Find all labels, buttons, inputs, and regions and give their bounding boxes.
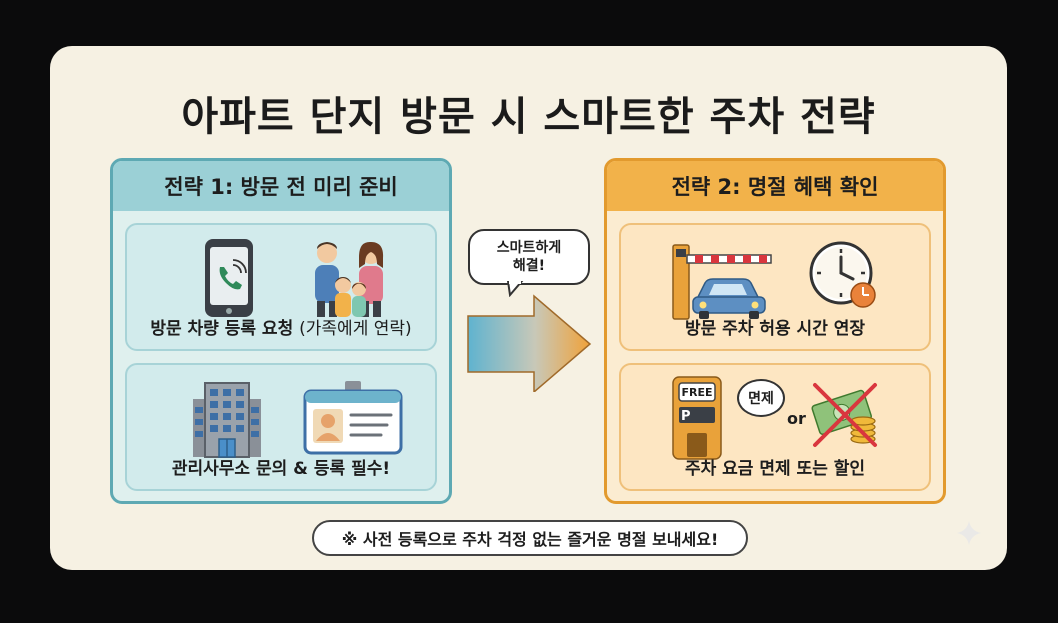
strategy-2-panel: 전략 2: 명절 혜택 확인 bbox=[604, 158, 946, 504]
sparkle-icon bbox=[957, 521, 981, 545]
parking-time-caption: 방문 주차 허용 시간 연장 bbox=[684, 319, 866, 339]
strategy-1-header: 전략 1: 방문 전 미리 준비 bbox=[113, 161, 449, 211]
visitor-registration-caption: 방문 차량 등록 요청 (가족에게 연락) bbox=[127, 314, 435, 339]
strategy-2-item-fee-waiver: FREE P 면제 or 주차 요금 면제 또는 할인 bbox=[619, 363, 931, 491]
visitor-registration-caption-main: 방문 차량 등록 요청 bbox=[150, 319, 294, 339]
parking-meter-icon bbox=[672, 376, 722, 460]
or-label: or bbox=[787, 409, 806, 428]
apartment-building-icon bbox=[193, 382, 261, 458]
parking-barrier-car-icon bbox=[672, 244, 772, 320]
footer-note: ※ 사전 등록으로 주차 걱정 없는 즐거운 명절 보내세요! bbox=[312, 520, 748, 556]
strategy-1-panel: 전략 1: 방문 전 미리 준비 bbox=[110, 158, 452, 504]
fee-waiver-caption: 주차 요금 면제 또는 할인 bbox=[684, 459, 866, 479]
smartphone-icon bbox=[205, 239, 253, 317]
visitor-registration-caption-sub: (가족에게 연락) bbox=[299, 319, 412, 339]
gradient-arrow-icon bbox=[467, 294, 592, 392]
exemption-bubble-label: 면제 bbox=[748, 391, 774, 407]
id-card-icon bbox=[303, 381, 403, 455]
family-icon bbox=[315, 241, 384, 317]
speech-bubble: 스마트하게 해결! bbox=[468, 229, 590, 285]
clock-icon bbox=[809, 241, 876, 308]
strategy-2-item-parking-time: 방문 주차 허용 시간 연장 bbox=[619, 223, 931, 351]
strategy-2-header: 전략 2: 명절 혜택 확인 bbox=[607, 161, 943, 211]
speech-bubble-line-2: 해결! bbox=[512, 258, 546, 274]
speech-bubble-line-1: 스마트하게 bbox=[496, 240, 562, 256]
exemption-bubble: 면제 bbox=[737, 379, 785, 417]
management-office-caption: 관리사무소 문의 & 등록 필수! bbox=[171, 459, 391, 479]
infographic-card: 아파트 단지 방문 시 스마트한 주차 전략 전략 1: 방문 전 미리 준비 bbox=[50, 46, 1007, 570]
strategy-1-item-visitor-registration: 방문 차량 등록 요청 (가족에게 연락) bbox=[125, 223, 437, 351]
speech-bubble-tail bbox=[506, 281, 524, 297]
infographic-title: 아파트 단지 방문 시 스마트한 주차 전략 bbox=[181, 94, 876, 140]
strategy-1-item-management-office: 관리사무소 문의 & 등록 필수! bbox=[125, 363, 437, 491]
crossed-out-money-icon bbox=[811, 383, 877, 447]
free-label: FREE bbox=[681, 386, 713, 399]
parking-p-label: P bbox=[681, 409, 691, 424]
